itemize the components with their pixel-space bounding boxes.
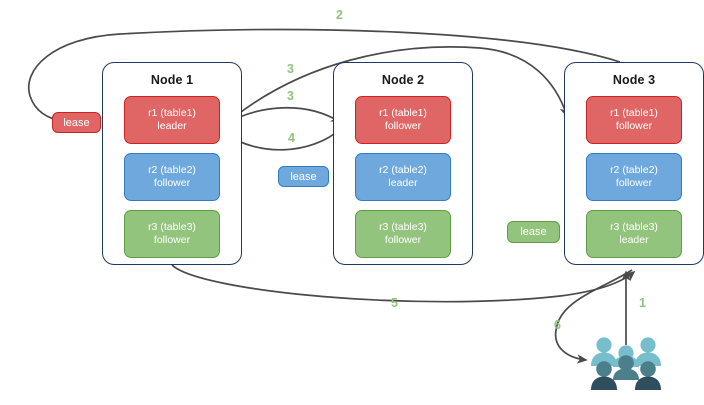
replica-name: r3 (table3)	[379, 221, 427, 233]
replica-node3-r2[interactable]: r2 (table2) follower	[586, 153, 682, 201]
replica-role: follower	[384, 120, 422, 132]
replica-role: follower	[153, 177, 191, 189]
replica-name: r2 (table2)	[610, 164, 658, 176]
lease-chip-r2[interactable]: lease	[278, 166, 329, 187]
replica-name: r1 (table1)	[379, 107, 427, 119]
node-card-node1[interactable]: Node 1 r1 (table1) leader r2 (table2) fo…	[102, 62, 242, 265]
replica-role: leader	[619, 234, 649, 246]
step-label-6: 6	[554, 318, 561, 332]
edge-4-node2-to-node1	[224, 127, 343, 151]
replica-role: follower	[153, 234, 191, 246]
replica-name: r3 (table3)	[148, 221, 196, 233]
lease-chip-r1[interactable]: lease	[52, 112, 101, 133]
node-card-node2[interactable]: Node 2 r1 (table1) follower r2 (table2) …	[333, 62, 473, 265]
users-group-icon	[591, 337, 661, 390]
lease-chip-r3[interactable]: lease	[507, 221, 560, 243]
replica-name: r2 (table2)	[379, 164, 427, 176]
step-label-2: 2	[336, 8, 343, 22]
replica-node2-r3[interactable]: r3 (table3) follower	[355, 210, 451, 258]
step-label-3a: 3	[287, 62, 294, 76]
replica-role: follower	[384, 234, 422, 246]
replica-name: r2 (table2)	[148, 164, 196, 176]
node-title: Node 1	[150, 73, 194, 87]
edge-5-node1-to-node3	[171, 264, 636, 303]
lease-label: lease	[63, 116, 90, 129]
replica-node2-r1[interactable]: r1 (table1) follower	[355, 96, 451, 144]
step-label-5: 5	[391, 296, 398, 310]
step-label-4: 4	[288, 131, 295, 145]
node-title: Node 3	[612, 73, 656, 87]
replica-role: leader	[157, 120, 187, 132]
step-label-1: 1	[639, 296, 646, 310]
replica-role: follower	[615, 120, 653, 132]
replica-node1-r1[interactable]: r1 (table1) leader	[124, 96, 220, 144]
replica-role: leader	[388, 177, 418, 189]
node-card-node3[interactable]: Node 3 r1 (table1) follower r2 (table2) …	[564, 62, 704, 265]
replica-node1-r3[interactable]: r3 (table3) follower	[124, 210, 220, 258]
lease-label: lease	[520, 226, 547, 238]
replica-node3-r1[interactable]: r1 (table1) follower	[586, 96, 682, 144]
replica-name: r1 (table1)	[148, 107, 196, 119]
lease-label: lease	[290, 170, 317, 183]
replica-node3-r3[interactable]: r3 (table3) leader	[586, 210, 682, 258]
replica-node1-r2[interactable]: r2 (table2) follower	[124, 153, 220, 201]
replica-node2-r2[interactable]: r2 (table2) leader	[355, 153, 451, 201]
replica-name: r3 (table3)	[610, 221, 658, 233]
replica-name: r1 (table1)	[610, 107, 658, 119]
node-title: Node 2	[381, 73, 425, 87]
step-label-3b: 3	[287, 89, 294, 103]
replica-role: follower	[615, 177, 653, 189]
